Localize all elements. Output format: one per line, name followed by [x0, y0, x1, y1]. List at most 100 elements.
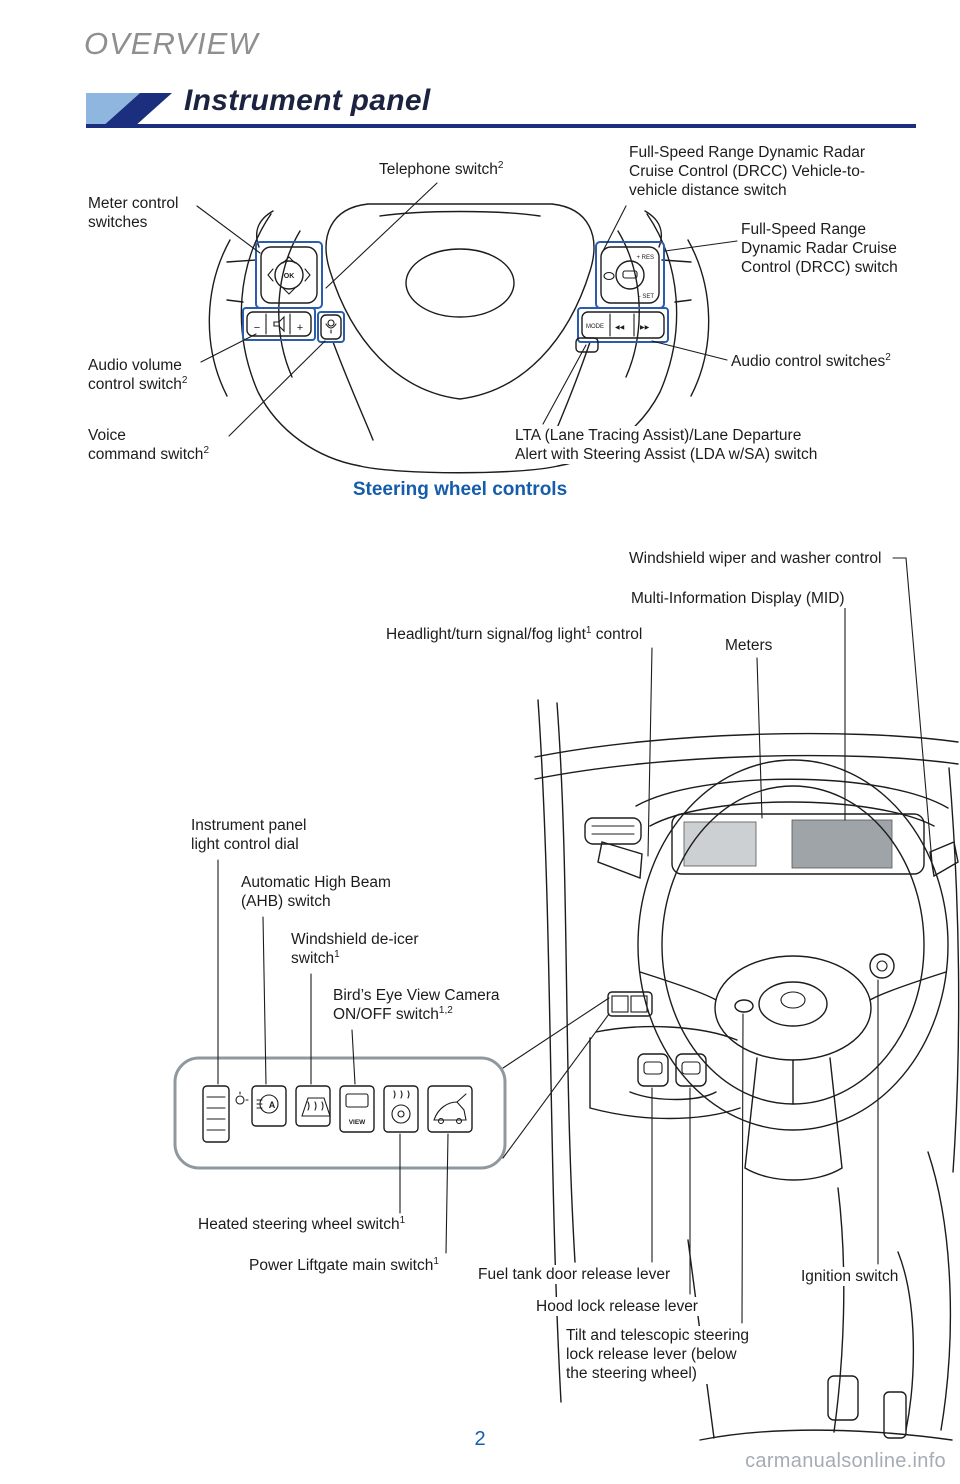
headlight-stalk	[597, 841, 643, 879]
label-sup: 1,2	[438, 1005, 453, 1017]
voice-switch-button	[317, 311, 345, 343]
wiper-stalk	[929, 841, 959, 878]
label-sup: 2	[497, 159, 504, 171]
label-sup: 1	[585, 624, 592, 636]
tilt-lever-marker	[734, 999, 754, 1013]
section-caption: Steering wheel controls	[352, 479, 568, 500]
label-text: Full-Speed Range Dynamic Radar Cruise Co…	[741, 221, 898, 277]
label-text: Automatic High Beam (AHB) switch	[241, 874, 391, 911]
title-underline	[86, 124, 916, 128]
heated-wheel-switch-icon	[383, 1085, 419, 1133]
header-emblem-icon	[86, 93, 172, 127]
label-mid: Multi-Information Display (MID)	[630, 589, 846, 609]
drcc-res-label: + RES	[636, 255, 654, 261]
volume-plus-label: +	[297, 322, 303, 334]
overview-heading: OVERVIEW	[84, 26, 259, 61]
label-fuel-release-lever: Fuel tank door release lever	[477, 1265, 672, 1285]
ahb-switch-icon: A	[251, 1085, 287, 1127]
view-button-label: VIEW	[349, 1119, 366, 1126]
label-text: Hood lock release lever	[536, 1298, 698, 1315]
next-track-icon: ▶▶	[640, 324, 650, 331]
mid-display	[791, 819, 893, 869]
label-hood-release-lever: Hood lock release lever	[535, 1297, 699, 1317]
label-text: Tilt and telescopic steering lock releas…	[566, 1327, 749, 1383]
drcc-switch-cluster: + RES - SET	[595, 241, 665, 309]
side-vent	[584, 817, 642, 845]
hood-release-lever	[675, 1053, 707, 1087]
label-text: Windshield de-icer switch	[291, 931, 419, 968]
lta-switch-button	[575, 337, 599, 353]
audio-control-cluster: MODE ◀◀ ▶▶	[577, 307, 669, 343]
steering-wheel-figure: OK + RES - SET	[208, 203, 710, 474]
label-sup: 1	[334, 949, 340, 961]
label-text: Full-Speed Range Dynamic Radar Cruise Co…	[629, 144, 866, 200]
label-sup: 1	[433, 1255, 439, 1267]
label-drcc-v2v-switch: Full-Speed Range Dynamic Radar Cruise Co…	[628, 143, 867, 201]
label-headlight-control: Headlight/turn signal/fog light1 control	[385, 624, 644, 645]
label-text: Multi-Information Display (MID)	[631, 590, 845, 607]
label-text: Fuel tank door release lever	[478, 1266, 671, 1283]
instrument-cluster	[671, 813, 925, 875]
label-sup: 2	[181, 375, 188, 387]
liftgate-switch-icon	[427, 1085, 473, 1133]
label-liftgate-switch: Power Liftgate main switch1	[248, 1255, 440, 1276]
page-number: 2	[474, 1428, 486, 1450]
label-sup: 1	[399, 1214, 406, 1226]
fuel-release-lever	[637, 1053, 669, 1087]
dash-switch-bank	[607, 991, 653, 1017]
dashboard-leader-lines	[217, 557, 933, 1324]
page-title: Instrument panel	[184, 84, 431, 117]
label-lta-switch: LTA (Lane Tracing Assist)/Lane Departure…	[514, 426, 819, 465]
watermark-text: carmanualsonline.info	[745, 1450, 946, 1472]
ignition-switch-marker	[869, 953, 895, 979]
label-text: Windshield wiper and washer control	[629, 550, 882, 567]
label-meters: Meters	[724, 636, 774, 656]
label-text: Meters	[725, 637, 773, 654]
label-text: Heated steering wheel switch	[198, 1216, 400, 1233]
label-telephone-switch: Telephone switch2	[378, 159, 505, 180]
label-wiper-control: Windshield wiper and washer control	[628, 549, 883, 569]
label-meter-control-switches: Meter control switches	[87, 194, 180, 233]
label-sup: 2	[203, 445, 209, 457]
light-dial-switch-icon	[202, 1085, 249, 1143]
audio-volume-cluster: − +	[242, 307, 316, 341]
deicer-switch-icon	[295, 1085, 331, 1127]
label-text: Meter control switches	[88, 195, 179, 232]
label-ahb-switch: Automatic High Beam (AHB) switch	[240, 873, 392, 912]
label-text: Audio volume control switch	[88, 357, 182, 394]
label-ignition-switch: Ignition switch	[800, 1267, 900, 1287]
label-deicer-switch: Windshield de-icer switch1	[290, 930, 420, 969]
switch-panel-inset: A VIEW	[173, 997, 610, 1170]
label-voice-command-switch: Voice command switch2	[87, 426, 210, 465]
label-heated-wheel-switch: Heated steering wheel switch1	[197, 1214, 407, 1235]
label-text: Voice command switch	[88, 427, 204, 464]
mode-button-label: MODE	[586, 324, 604, 330]
pedals	[827, 1375, 907, 1439]
steering-wheel-front	[637, 759, 949, 1131]
label-birdseye-camera-switch: Bird’s Eye View Camera ON/OFF switch1,2	[332, 986, 501, 1025]
label-text: Ignition switch	[801, 1268, 899, 1285]
label-text: Headlight/turn signal/fog light	[386, 626, 586, 643]
label-text: Power Liftgate main switch	[249, 1257, 434, 1274]
label-text: Instrument panel light control dial	[191, 817, 307, 854]
label-instrument-light-dial: Instrument panel light control dial	[190, 816, 308, 855]
label-audio-control-switches: Audio control switches2	[730, 351, 892, 372]
svg-text:A: A	[269, 1100, 276, 1110]
drcc-set-label: - SET	[639, 294, 655, 300]
dashboard-figure	[534, 699, 960, 1441]
volume-minus-label: −	[254, 322, 260, 334]
ok-button-label: OK	[284, 273, 295, 280]
meters-display	[683, 821, 757, 867]
label-text: Bird’s Eye View Camera ON/OFF switch	[333, 987, 500, 1024]
label-text: Telephone switch	[379, 161, 498, 178]
label-sup: 2	[885, 351, 891, 363]
prev-track-icon: ◀◀	[615, 324, 625, 331]
label-text: LTA (Lane Tracing Assist)/Lane Departure…	[515, 427, 818, 464]
label-text: control	[591, 626, 643, 643]
camera-view-switch-icon: VIEW	[339, 1085, 375, 1133]
label-drcc-switch: Full-Speed Range Dynamic Radar Cruise Co…	[740, 220, 899, 278]
steering-leader-lines	[196, 182, 738, 437]
label-audio-volume-switch: Audio volume control switch2	[87, 356, 189, 395]
